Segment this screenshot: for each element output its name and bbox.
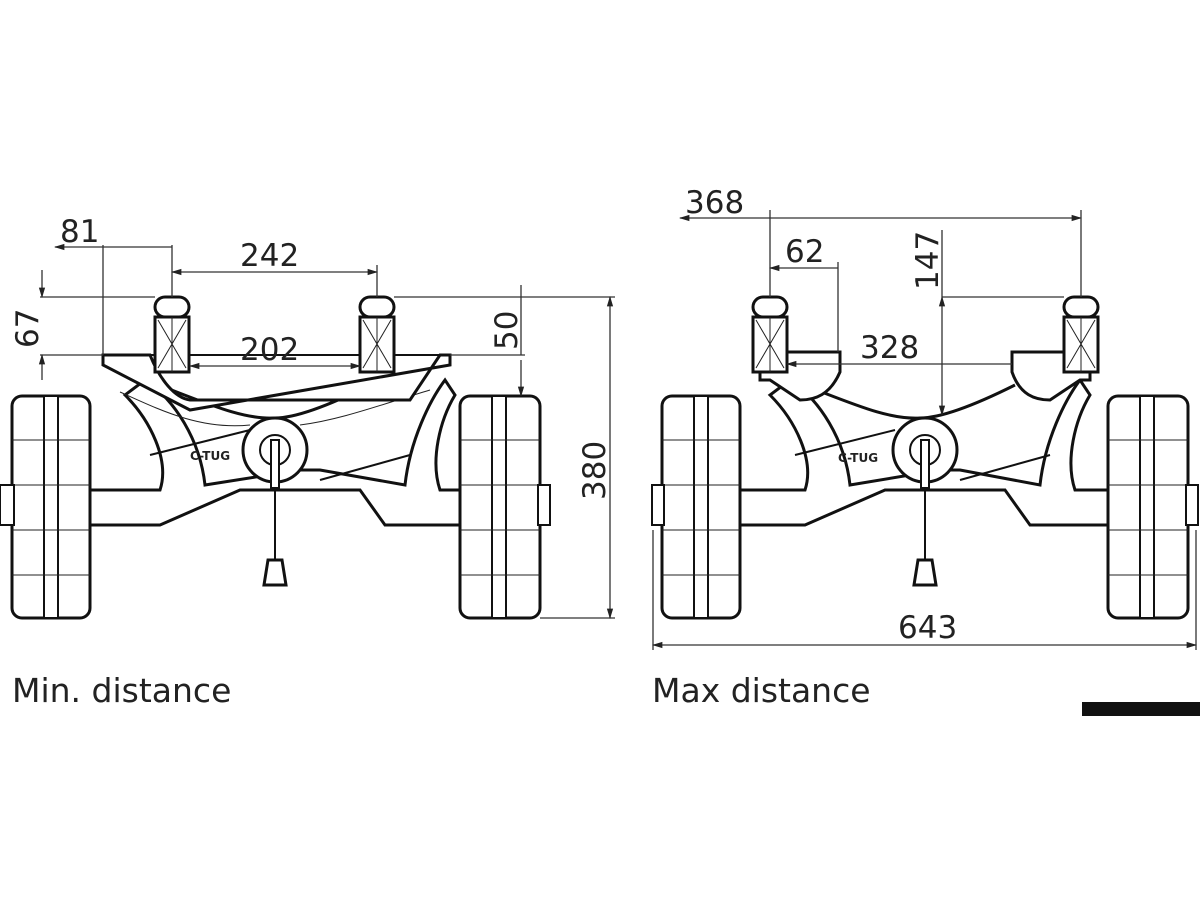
left-saddle-post — [153, 295, 191, 374]
dimension-lines-left — [38, 243, 615, 620]
right-saddle-post — [358, 295, 396, 374]
dim-328: 328 — [860, 330, 919, 366]
dim-67: 67 — [10, 309, 46, 348]
dim-147: 147 — [910, 231, 946, 290]
dim-242: 242 — [240, 238, 299, 274]
dim-62: 62 — [785, 234, 824, 270]
brand-label-right: C-TUG — [838, 451, 878, 465]
dimension-lines-right — [651, 210, 1198, 650]
left-wheel — [0, 394, 92, 620]
right-wheel — [458, 394, 551, 620]
dim-368: 368 — [685, 185, 744, 221]
brand-label-left: C-TUG — [190, 449, 230, 463]
dim-202: 202 — [240, 332, 299, 368]
left-saddle-post-max — [751, 295, 789, 374]
right-wheel-max — [1106, 394, 1199, 620]
scale-bar — [1082, 702, 1200, 716]
dim-643: 643 — [898, 610, 957, 646]
dim-50: 50 — [489, 311, 525, 350]
center-hub — [241, 416, 309, 587]
right-saddle-post-max — [1062, 295, 1100, 374]
max-distance-view: C-TUG — [651, 185, 1200, 716]
min-distance-view: C-TUG — [0, 214, 615, 710]
dim-380: 380 — [577, 441, 613, 500]
center-hub-max — [891, 416, 959, 587]
caption-max-distance: Max distance — [652, 671, 871, 710]
left-wheel-max — [651, 394, 742, 620]
dim-81: 81 — [60, 214, 99, 250]
caption-min-distance: Min. distance — [12, 671, 231, 710]
